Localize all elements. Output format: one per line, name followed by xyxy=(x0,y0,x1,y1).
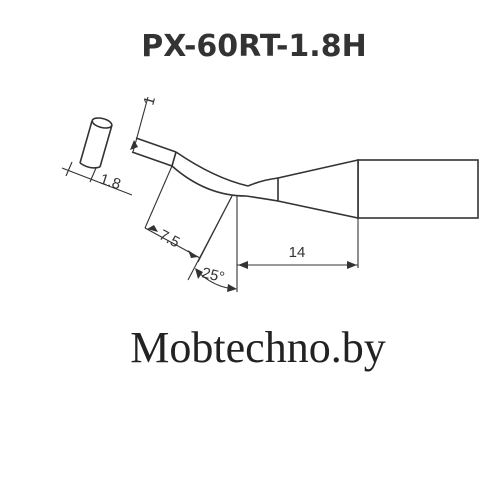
tip-barrel xyxy=(357,159,479,219)
dim-angle-label: 25° xyxy=(200,264,226,286)
tip-outline xyxy=(131,137,479,219)
dim-thickness: 1 xyxy=(130,95,159,153)
dim-bent-length-label: 7.5 xyxy=(156,227,182,252)
dim-thickness-label: 1 xyxy=(140,95,159,107)
tip-taper xyxy=(277,159,359,219)
dim-taper-length: 14 xyxy=(236,196,359,292)
dim-width-label: 1.8 xyxy=(98,171,123,194)
dim-angle: 25° xyxy=(187,195,237,292)
dim-taper-length-label: 14 xyxy=(289,244,306,261)
dim-bent-length: 7.5 xyxy=(144,165,233,263)
model-title: PX-60RT-1.8H xyxy=(141,29,366,64)
tip-end-cylinder xyxy=(79,117,113,169)
dim-width: 1.8 xyxy=(61,161,133,196)
watermark-text: Mobtechno.by xyxy=(130,323,385,372)
